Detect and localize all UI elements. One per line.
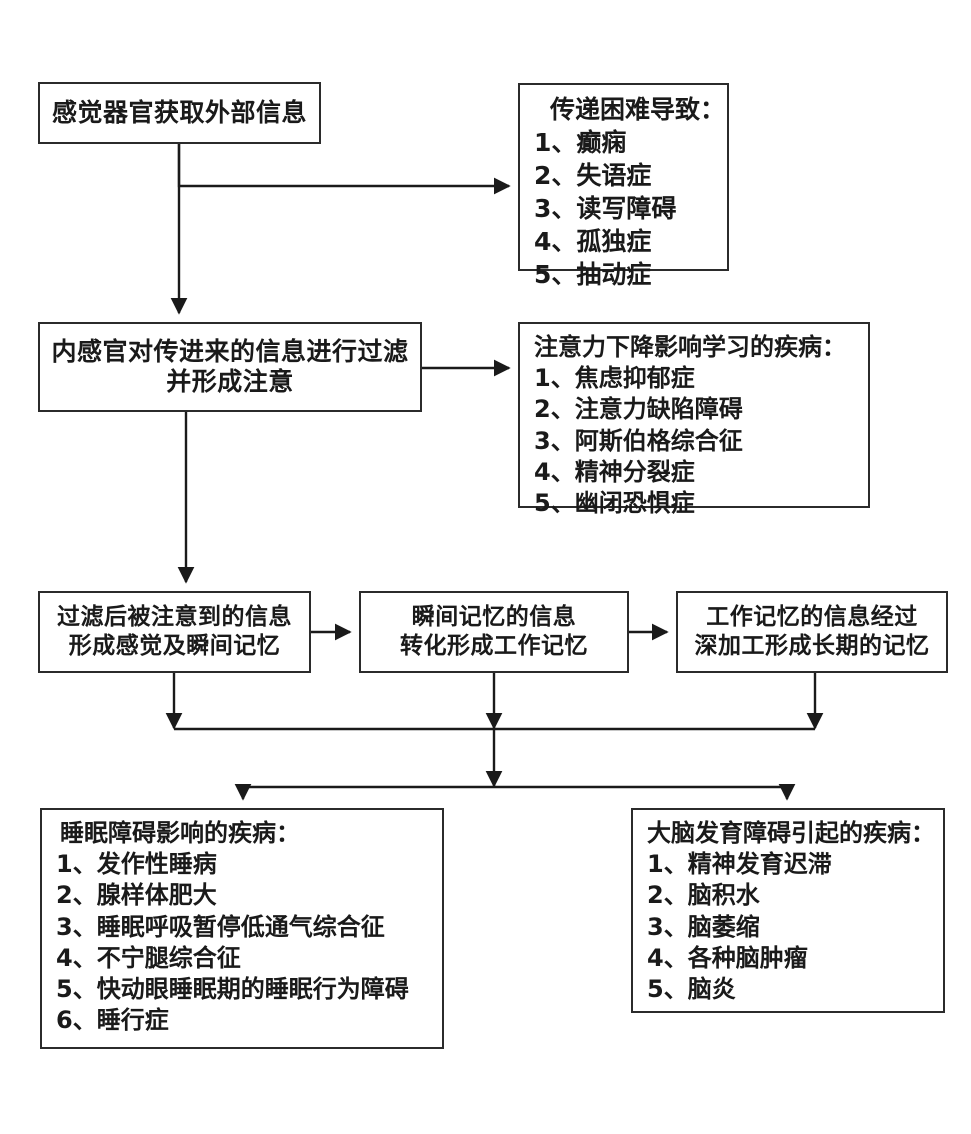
list-item: 4、各种脑肿瘤	[647, 943, 808, 972]
edge-sense-to-transmit	[177, 144, 511, 195]
list-item: 3、脑萎缩	[647, 912, 760, 941]
node-transmission-difficulty-diseases[interactable]: 传递困难导致： 1、癫痫 2、失语症 3、读写障碍 4、孤独症 5、抽动症	[518, 83, 729, 289]
list-title: 传递困难导致：	[550, 95, 726, 124]
node-mem1-line-2: 形成感觉及瞬间记忆	[68, 633, 281, 659]
list-item: 5、幽闭恐惧症	[534, 488, 695, 517]
list-item: 1、精神发育迟滞	[647, 850, 832, 879]
list-title: 大脑发育障碍引起的疾病：	[647, 819, 935, 847]
node-attention-decline-diseases[interactable]: 注意力下降影响学习的疾病： 1、焦虑抑郁症 2、注意力缺陷障碍 3、阿斯伯格综合…	[518, 322, 870, 517]
list-item: 2、失语症	[534, 161, 652, 190]
node-mem2-line-1: 瞬间记忆的信息	[411, 603, 577, 630]
node-long-term-memory[interactable]: 工作记忆的信息经过 深加工形成长期的记忆	[676, 591, 948, 673]
list-item: 5、脑炎	[647, 974, 736, 1003]
node-mem3-line-1: 工作记忆的信息经过	[706, 603, 918, 630]
list-item: 2、腺样体肥大	[56, 881, 217, 910]
list-title: 注意力下降影响学习的疾病：	[534, 333, 846, 361]
node-sensation-instant-memory[interactable]: 过滤后被注意到的信息 形成感觉及瞬间记忆	[38, 591, 311, 673]
node-filter-line-2: 并形成注意	[166, 367, 294, 396]
list-item: 2、脑积水	[647, 881, 760, 910]
list-title: 睡眠障碍影响的疾病：	[60, 819, 300, 847]
list-item: 3、睡眠呼吸暂停低通气综合征	[56, 912, 385, 941]
list-item: 1、癫痫	[534, 128, 627, 157]
node-sensory-organs[interactable]: 感觉器官获取外部信息	[38, 82, 321, 144]
list-item: 5、快动眼睡眠期的睡眠行为障碍	[56, 974, 409, 1003]
node-mem2-line-2: 转化形成工作记忆	[400, 633, 588, 659]
list-item: 2、注意力缺陷障碍	[534, 395, 743, 424]
list-item: 4、精神分裂症	[534, 457, 695, 486]
node-brain-development-diseases[interactable]: 大脑发育障碍引起的疾病： 1、精神发育迟滞 2、脑积水 3、脑萎缩 4、各种脑肿…	[631, 808, 945, 1013]
node-filter-line-1: 内感官对传进来的信息进行过滤	[51, 336, 409, 366]
list-item: 3、阿斯伯格综合征	[534, 426, 743, 455]
list-item: 1、发作性睡病	[56, 850, 217, 879]
list-item: 4、孤独症	[534, 227, 652, 256]
node-sense-line-1: 感觉器官获取外部信息	[51, 97, 307, 127]
list-item: 6、睡行症	[56, 1006, 169, 1035]
list-item: 4、不宁腿综合征	[56, 943, 241, 972]
list-item: 5、抽动症	[534, 260, 652, 289]
node-mem1-line-1: 过滤后被注意到的信息	[57, 603, 292, 630]
list-item: 1、焦虑抑郁症	[534, 364, 695, 393]
node-working-memory-conversion[interactable]: 瞬间记忆的信息 转化形成工作记忆	[359, 591, 629, 673]
node-sleep-disorder-diseases[interactable]: 睡眠障碍影响的疾病： 1、发作性睡病 2、腺样体肥大 3、睡眠呼吸暂停低通气综合…	[40, 808, 444, 1049]
node-internal-sense-filter[interactable]: 内感官对传进来的信息进行过滤 并形成注意	[38, 322, 422, 412]
node-mem3-line-2: 深加工形成长期的记忆	[694, 633, 930, 659]
list-item: 3、读写障碍	[534, 194, 677, 223]
